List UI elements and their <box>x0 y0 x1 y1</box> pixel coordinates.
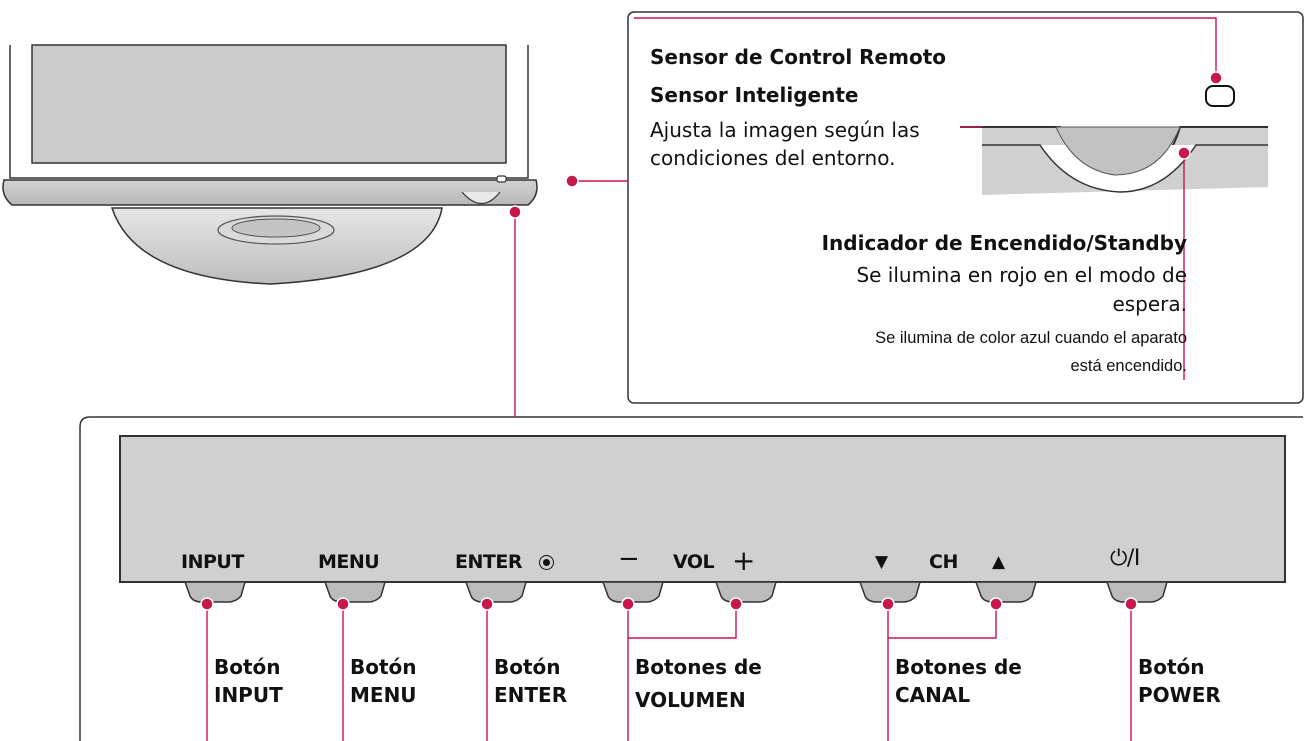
ch-label-line1: Botones de <box>895 655 1022 679</box>
ch-up-key-label: ▲ <box>992 552 1005 572</box>
panel-buttons <box>183 581 1168 603</box>
power-label-line1: Botón <box>1138 655 1205 679</box>
power-indicator-desc-line1: Se ilumina en rojo en el modo de <box>856 263 1187 287</box>
callout-box <box>627 11 1304 404</box>
power-indicator-desc-line4: está encendido. <box>1070 357 1187 375</box>
smart-sensor-title: Sensor Inteligente <box>650 83 859 107</box>
leader-dots <box>200 71 1223 611</box>
remote-sensor-title: Sensor de Control Remoto <box>650 45 947 69</box>
leader-lines <box>206 17 1217 741</box>
vol-key-label: VOL <box>673 551 715 573</box>
ch-key-label: CH <box>929 551 958 573</box>
input-label-line1: Botón <box>214 655 281 679</box>
smart-sensor-desc-line1: Ajusta la imagen según las <box>650 118 920 142</box>
vol-label-line2: VOLUMEN <box>635 688 746 712</box>
menu-label-line1: Botón <box>350 655 417 679</box>
menu-label-line2: MENU <box>350 683 417 707</box>
power-key-label: ⏻/I <box>1110 546 1140 571</box>
menu-key-label: MENU <box>318 551 380 573</box>
smart-sensor-desc-line2: condiciones del entorno. <box>650 146 896 170</box>
enter-label-line1: Botón <box>494 655 561 679</box>
vol-label-line1: Botones de <box>635 655 762 679</box>
tv-front-illustration <box>2 44 538 285</box>
enter-label-line2: ENTER <box>494 683 568 707</box>
power-indicator-title: Indicador de Encendido/Standby <box>821 231 1187 255</box>
power-label-line2: POWER <box>1138 683 1221 707</box>
vol-minus-key-label: − <box>618 544 640 574</box>
vol-plus-key-label: + <box>732 544 755 577</box>
control-panel-frame <box>79 416 1303 741</box>
input-label-line2: INPUT <box>214 683 283 707</box>
power-indicator-desc-line3: Se ilumina de color azul cuando el apara… <box>875 329 1187 347</box>
ch-label-line2: CANAL <box>895 683 971 707</box>
enter-circle-icon <box>539 555 554 570</box>
power-indicator-desc-line2: espera. <box>1112 292 1187 316</box>
input-key-label: INPUT <box>181 551 244 573</box>
enter-key-label: ENTER <box>455 551 522 573</box>
ch-down-key-label: ▼ <box>875 552 888 572</box>
